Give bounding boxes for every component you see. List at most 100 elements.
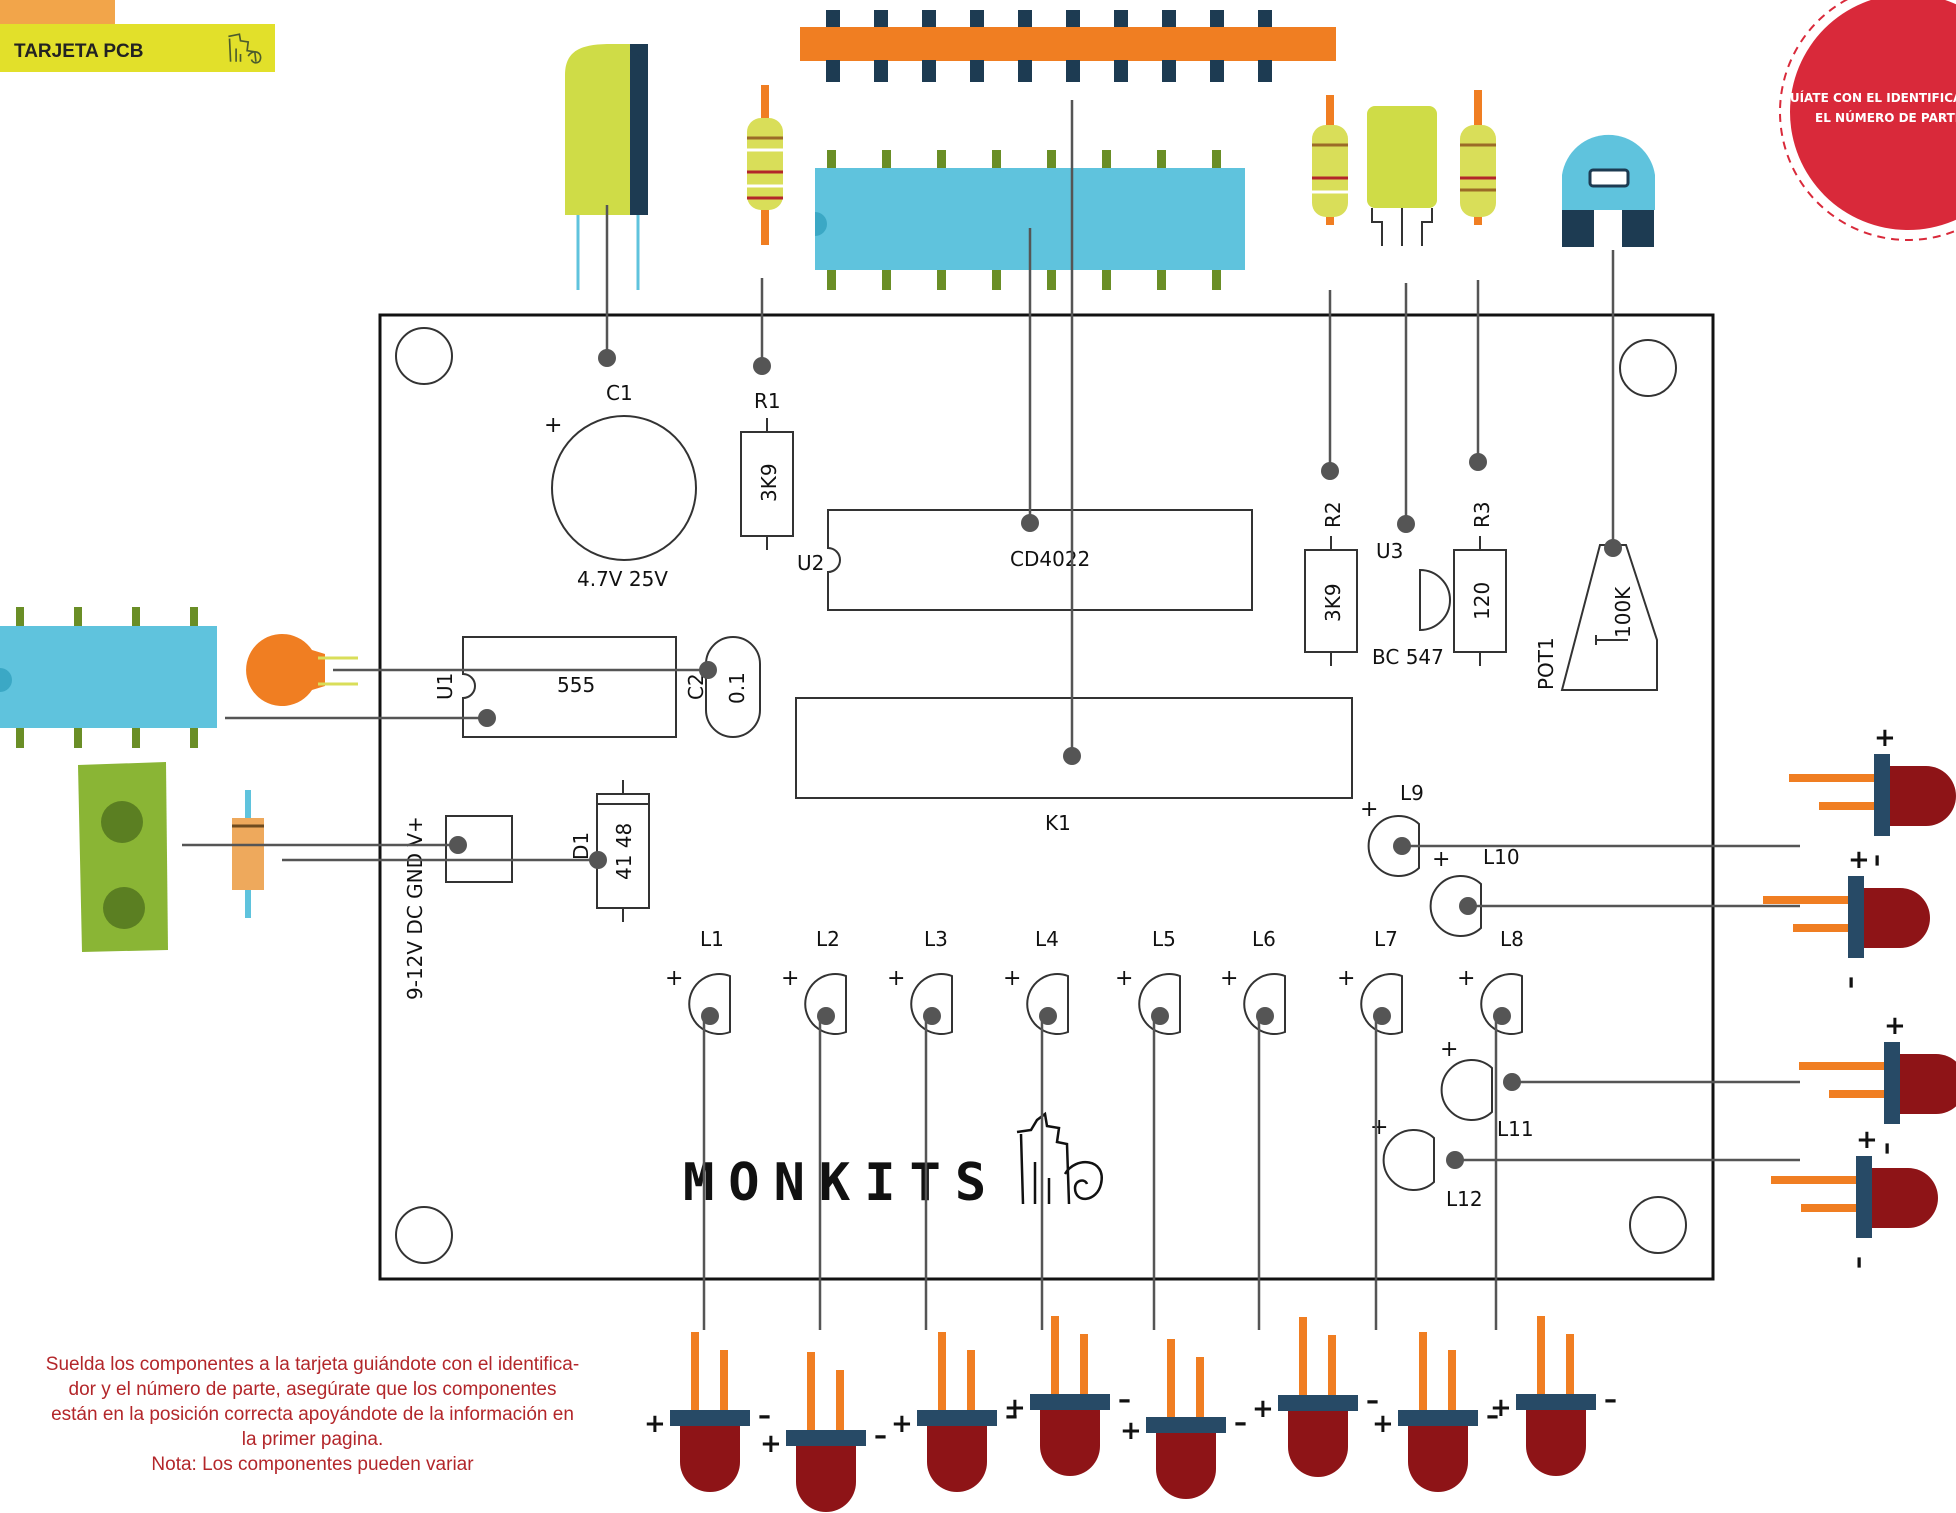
mount-hole — [395, 327, 453, 385]
badge-text-line1: GUÍATE CON EL IDENTIFICADOR — [1780, 90, 1956, 105]
c1-ref: C1 — [606, 381, 633, 405]
led-footprint — [1429, 875, 1482, 937]
chip-pin — [1157, 268, 1166, 290]
led-plus-sign: + — [1372, 1409, 1394, 1439]
chip-pin — [1102, 268, 1111, 290]
led-body — [796, 1446, 856, 1512]
right-leds: +–+–+–+– — [1393, 723, 1956, 1269]
footprint-u3 — [1419, 568, 1451, 632]
led-ref: L6 — [1252, 927, 1276, 951]
header-pin — [1258, 60, 1272, 82]
led-body — [1864, 888, 1930, 948]
led-plus-sign: + — [1848, 845, 1870, 875]
header-pin — [970, 10, 984, 30]
led-body — [1900, 1054, 1956, 1114]
led-polarity: + — [1337, 966, 1355, 991]
led-body — [1526, 1410, 1586, 1476]
led-body — [1288, 1411, 1348, 1477]
led-polarity: + — [1432, 847, 1450, 872]
header-pin — [1210, 60, 1224, 82]
brand-name: MONKITS — [683, 1153, 1000, 1213]
chip-pin — [16, 726, 24, 748]
instructions-line: dor y el número de parte, asegúrate que … — [68, 1379, 557, 1400]
footprint-power-connector — [445, 815, 513, 883]
component-resistor-r2 — [1312, 95, 1348, 225]
led-body — [927, 1426, 987, 1492]
led-band — [1278, 1395, 1358, 1411]
chip-pin — [190, 607, 198, 629]
instructions-line: Suelda los componentes a la tarjeta guiá… — [45, 1354, 580, 1375]
r2-ref: R2 — [1321, 501, 1345, 528]
chip-pin — [1102, 150, 1111, 170]
connection-dot — [1459, 897, 1477, 915]
led-plus-sign: + — [760, 1429, 782, 1459]
led-polarity: + — [1457, 966, 1475, 991]
d1-value: 41 48 — [612, 823, 636, 880]
c1-value: 4.7V 25V — [577, 567, 668, 591]
u3-value: BC 547 — [1372, 645, 1444, 669]
component-resistor-r1 — [747, 85, 783, 245]
led-plus-sign: + — [1856, 1125, 1878, 1155]
led-plus-sign: + — [1490, 1393, 1512, 1423]
header-pin — [1210, 10, 1224, 30]
header-pin — [922, 10, 936, 30]
c2-value: 0.1 — [725, 672, 749, 704]
led-footprint — [910, 973, 953, 1035]
header-pin — [826, 60, 840, 82]
monkey-logo-icon — [228, 33, 262, 64]
component-electrolytic-capacitor — [565, 44, 648, 290]
connection-dot — [1393, 837, 1411, 855]
header-pin — [1114, 60, 1128, 82]
component-potentiometer — [1562, 134, 1655, 247]
c1-polarity: + — [544, 413, 562, 438]
led-minus-sign: – — [1845, 1256, 1875, 1269]
instructions-line: están en la posición correcta apoyándote… — [51, 1404, 574, 1425]
led-minus-sign: – — [874, 1421, 887, 1451]
u1-value: 555 — [557, 673, 595, 697]
badge-text-line2: EL NÚMERO DE PARTE — [1815, 110, 1956, 125]
footprint-c1 — [551, 415, 697, 561]
component-ceramic-capacitor — [246, 633, 358, 707]
u3-ref: U3 — [1376, 539, 1403, 563]
monkey-logo-icon — [1016, 1111, 1103, 1205]
led-plus-sign: + — [1252, 1394, 1274, 1424]
led-plus-sign: + — [891, 1409, 913, 1439]
chip-pin — [937, 150, 946, 170]
led-plus-sign: + — [1120, 1416, 1142, 1446]
led-body — [1408, 1426, 1468, 1492]
led-ref: L1 — [700, 927, 724, 951]
led-polarity: + — [1115, 966, 1133, 991]
connection-dot — [1446, 1151, 1464, 1169]
led-ref: L5 — [1152, 927, 1176, 951]
u2-ref: U2 — [797, 551, 824, 575]
led-ref: L4 — [1035, 927, 1059, 951]
chip-pin — [132, 726, 140, 748]
led-minus-sign: – — [1486, 1401, 1499, 1431]
header-pin — [1018, 10, 1032, 30]
chip-pin — [882, 150, 891, 170]
header-pin — [922, 60, 936, 82]
led-minus-sign: – — [1604, 1385, 1617, 1415]
footprint-c2 — [705, 636, 761, 738]
header-pin — [1066, 60, 1080, 82]
connection-dot — [701, 1007, 719, 1025]
chip-pin — [1212, 150, 1221, 170]
hint-badge: GUÍATE CON EL IDENTIFICADOR EL NÚMERO DE… — [1779, 0, 1956, 241]
led-body — [680, 1426, 740, 1492]
header-pin — [1258, 10, 1272, 30]
header-pin — [1114, 10, 1128, 30]
chip-pin — [827, 150, 836, 170]
led-polarity: + — [1440, 1037, 1458, 1062]
pcb-board: + C1 4.7V 25V R1 3K9 U2 CD4022 R2 3K9 U3… — [378, 313, 1715, 1281]
section-header: TARJETA PCB — [0, 0, 275, 72]
connection-dot — [1503, 1073, 1521, 1091]
component-terminal-block — [78, 762, 168, 952]
led-plus-sign: + — [1884, 1011, 1906, 1041]
led-minus-sign: – — [1366, 1386, 1379, 1416]
chip-pin — [827, 268, 836, 290]
header-pin — [1066, 10, 1080, 30]
led-plus-sign: + — [644, 1409, 666, 1439]
mount-hole — [1629, 1196, 1687, 1254]
led-footprint — [1138, 973, 1181, 1035]
led-ref: L8 — [1500, 927, 1524, 951]
